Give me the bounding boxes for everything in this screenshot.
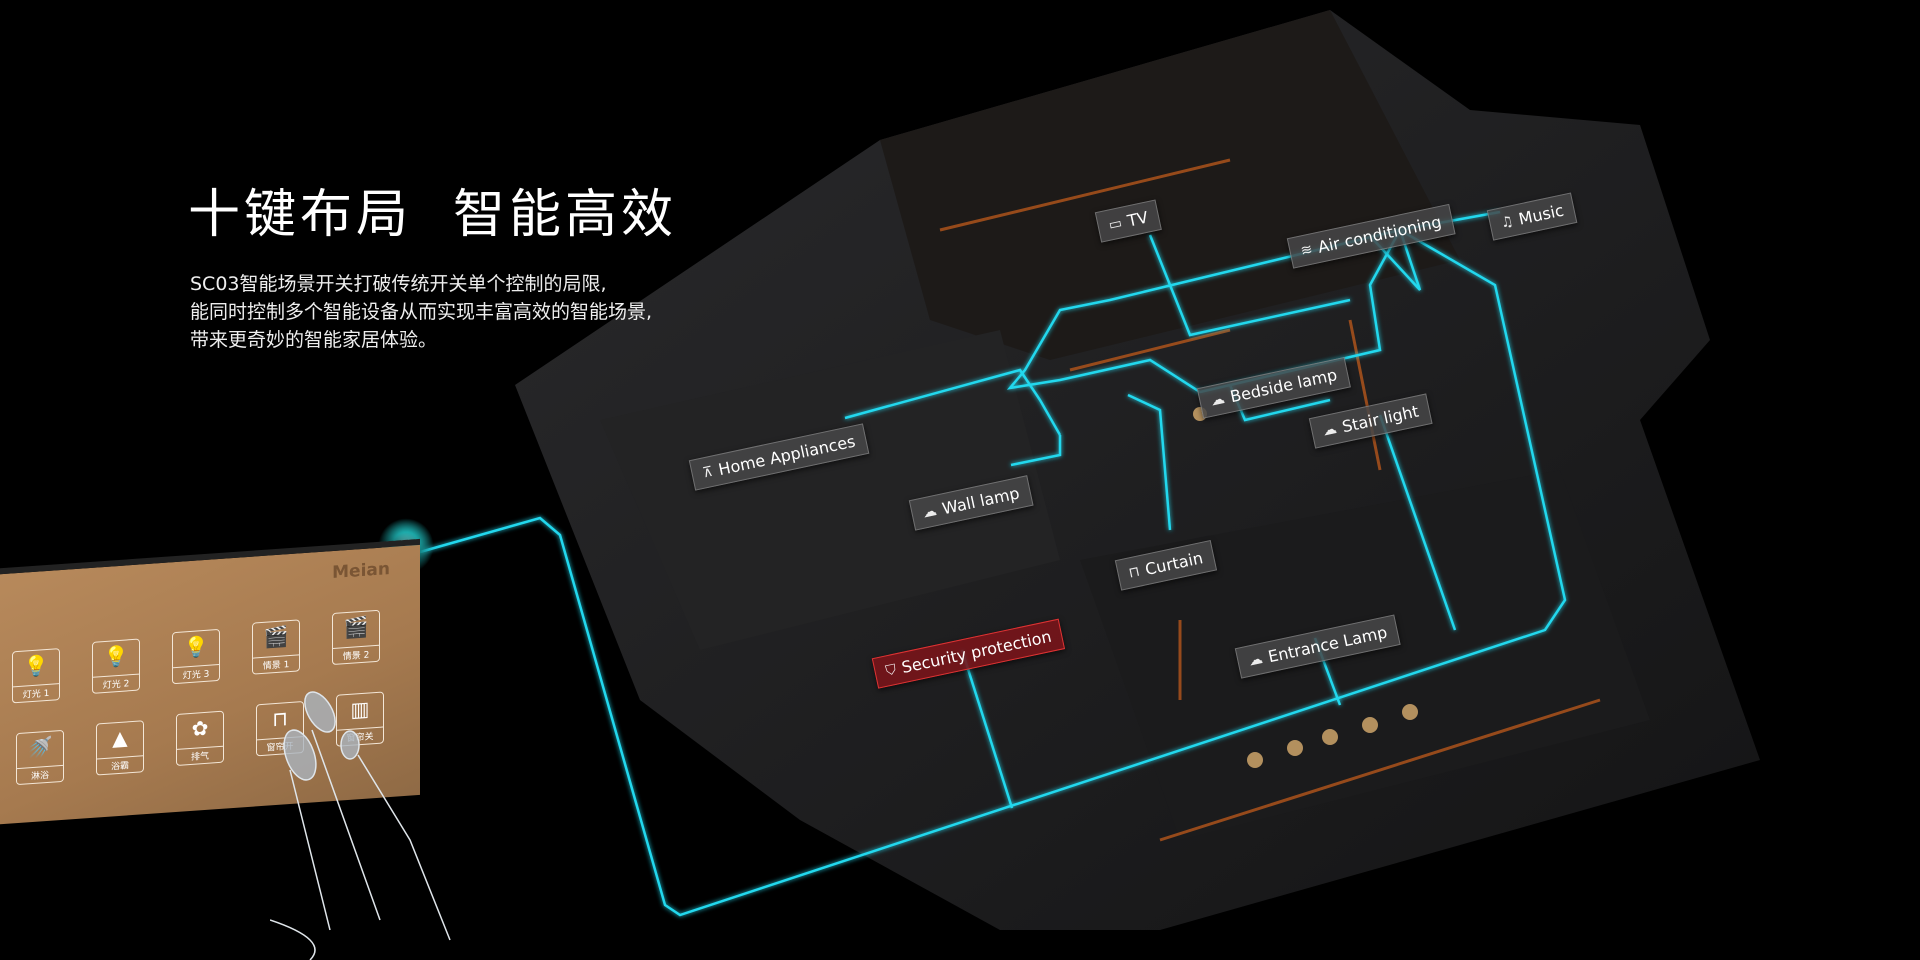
music-icon: ♫ — [1499, 212, 1515, 232]
key-label: 淋浴 — [17, 764, 63, 785]
upper-floor — [880, 10, 1460, 360]
key-shower[interactable]: 🚿 淋浴 — [16, 729, 64, 786]
key-exhaust[interactable]: ✿ 排气 — [176, 710, 224, 766]
floor-lights — [1193, 407, 1418, 768]
lamp-icon: ☁ — [1209, 390, 1227, 410]
appliance-icon: ⊼ — [701, 463, 715, 482]
heater-icon: ▲ — [112, 725, 128, 751]
fan-icon: ✿ — [191, 715, 209, 741]
description: SC03智能场景开关打破传统开关单个控制的局限, 能同时控制多个智能设备从而实现… — [190, 270, 652, 354]
key-scene-1[interactable]: 🎬 情景 1 — [252, 619, 300, 675]
lamp-icon: ☁ — [921, 502, 939, 522]
brand-logo: Meian — [332, 559, 390, 584]
tag-label: TV — [1125, 207, 1150, 231]
tag-label: Music — [1516, 200, 1566, 229]
key-light-2[interactable]: 💡 灯光 2 — [92, 638, 140, 694]
key-light-3[interactable]: 💡 灯光 3 — [172, 628, 220, 685]
description-line: SC03智能场景开关打破传统开关单个控制的局限, — [190, 273, 607, 295]
description-line: 带来更奇妙的智能家居体验。 — [190, 329, 438, 351]
key-light-1[interactable]: 💡 灯光 1 — [12, 648, 60, 704]
key-bath-heater[interactable]: ▲ 浴霸 — [96, 720, 144, 776]
key-label: 情景 2 — [333, 644, 379, 665]
description-line: 能同时控制多个智能设备从而实现丰富高效的智能场景, — [190, 301, 653, 323]
living-room — [600, 330, 1060, 650]
key-label: 灯光 1 — [13, 683, 59, 703]
orange-accents — [939, 158, 1601, 842]
lower-room — [1080, 470, 1650, 840]
bulb-icon: 💡 — [23, 652, 49, 679]
key-label: 情景 1 — [253, 654, 299, 674]
tv-icon: ▭ — [1107, 214, 1124, 234]
key-label: 排气 — [177, 745, 223, 765]
key-label: 灯光 3 — [173, 663, 219, 684]
hand-illustration — [270, 691, 451, 960]
shield-icon: ⛉ — [884, 661, 898, 680]
shower-icon: 🚿 — [27, 734, 53, 761]
clapperboard-icon: 🎬 — [263, 624, 289, 650]
air-conditioning-icon: ≋ — [1299, 240, 1314, 260]
lamp-icon: ☁ — [1321, 420, 1339, 440]
key-label: 灯光 2 — [93, 673, 139, 693]
lamp-icon: ☁ — [1247, 650, 1265, 670]
tag-label: Curtain — [1143, 548, 1205, 579]
bulb-icon: 💡 — [183, 633, 209, 660]
clapperboard-icon: 🎬 — [343, 614, 369, 641]
page-title: 十键布局 智能高效 — [188, 185, 678, 245]
bulb-icon: 💡 — [103, 643, 129, 670]
curtain-icon: ⊓ — [1127, 563, 1142, 582]
key-scene-2[interactable]: 🎬 情景 2 — [332, 609, 380, 666]
key-label: 浴霸 — [97, 755, 143, 775]
